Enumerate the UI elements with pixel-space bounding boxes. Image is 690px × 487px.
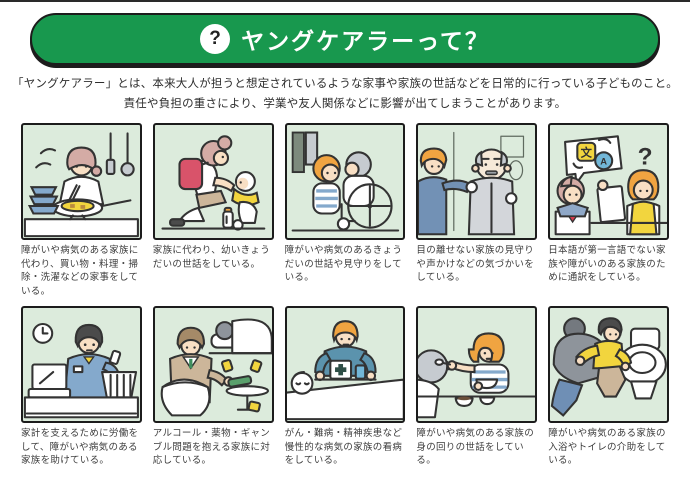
cooking-illustration <box>21 123 142 241</box>
working-illustration <box>21 306 142 424</box>
page-title: ヤングケアラーって？ <box>241 28 490 54</box>
cards-grid: 障がいや病気のある家族に代わり、買い物・料理・掃除・洗濯などの家事をしている。 <box>21 123 669 467</box>
childcare-illustration <box>152 123 274 241</box>
toilet-assist-illustration <box>548 306 669 424</box>
card-sibling-childcare: 家族に代わり、幼いきょうだいの世話をしている。 <box>152 123 274 298</box>
card-caption: 日本語が第一言語でない家族や障がいのある家族のために通訳をしている。 <box>548 245 666 284</box>
card-family-watching: 目の離せない家族の見守りや声かけなどの気づかいをしている。 <box>416 123 538 298</box>
card-nursing: がん・難病・精神疾患など慢性的な病気の家族の看病をしている。 <box>284 306 406 467</box>
translate-en-icon: A <box>600 156 607 167</box>
intro-line-2: 責任や負担の重さにより、学業や友人関係などに影響が出てしまうことがあります。 <box>123 97 567 110</box>
card-daily-care: 障がいや病気のある家族の身の回りの世話をしている。 <box>416 306 538 467</box>
header-banner: ? ヤングケアラーって？ <box>30 13 660 65</box>
card-working: 家計を支えるために労働をして、障がいや病気のある家族を助けている。 <box>21 306 142 467</box>
translate-ja-icon: 文 <box>581 146 593 160</box>
card-caption: 家計を支えるために労働をして、障がいや病気のある家族を助けている。 <box>21 428 139 466</box>
card-interpreting: 文 A ? <box>548 123 669 298</box>
card-caption: 障がいや病気のある家族に代わり、買い物・料理・掃除・洗濯などの家事をしている。 <box>21 245 139 297</box>
intro-text: 「ヤングケアラー」とは、本来大人が担うと想定されているような家事や家族の世話など… <box>0 75 690 114</box>
question-glyph: ? <box>638 144 653 171</box>
intro-line-1: 「ヤングケアラー」とは、本来大人が担うと想定されているような家事や家族の世話など… <box>12 78 678 90</box>
watching-over-illustration <box>416 123 538 241</box>
card-sibling-watching: 障がいや病気のあるきょうだいの世話や見守りをしている。 <box>284 123 406 298</box>
nursing-illustration <box>284 306 406 424</box>
card-caption: 障がいや病気のある家族の入浴やトイレの介助をしている。 <box>548 428 666 466</box>
card-housework: 障がいや病気のある家族に代わり、買い物・料理・掃除・洗濯などの家事をしている。 <box>21 123 142 298</box>
wheelchair-care-illustration <box>284 123 406 241</box>
card-caption: がん・難病・精神疾患など慢性的な病気の家族の看病をしている。 <box>284 428 403 466</box>
feeding-illustration <box>416 306 538 424</box>
addiction-cleanup-illustration <box>152 306 274 424</box>
interpreting-illustration: 文 A ? <box>548 123 669 241</box>
card-caption: 目の離せない家族の見守りや声かけなどの気づかいをしている。 <box>416 245 534 284</box>
card-caption: 障がいや病気のあるきょうだいの世話や見守りをしている。 <box>284 245 403 284</box>
card-caption: 障がいや病気のある家族の身の回りの世話をしている。 <box>416 428 534 466</box>
card-toilet-assist: 障がいや病気のある家族の入浴やトイレの介助をしている。 <box>548 306 669 467</box>
card-addiction-support: アルコール・薬物・ギャンブル問題を抱える家族に対応している。 <box>152 306 274 467</box>
question-mark-icon: ? <box>200 24 231 54</box>
card-caption: 家族に代わり、幼いきょうだいの世話をしている。 <box>152 245 271 270</box>
card-caption: アルコール・薬物・ギャンブル問題を抱える家族に対応している。 <box>152 428 271 466</box>
